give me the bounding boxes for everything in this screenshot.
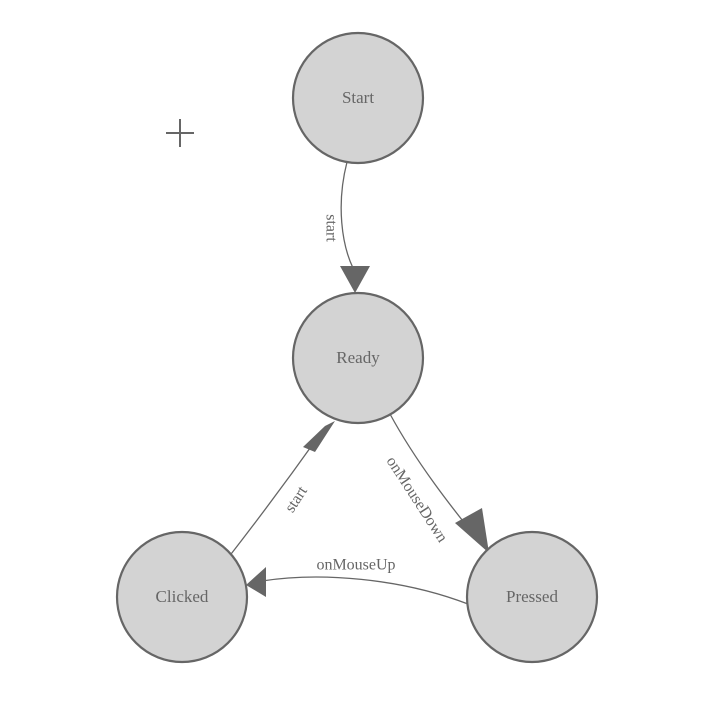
plus-marker-icon bbox=[166, 119, 194, 147]
edge-clicked-to-ready[interactable]: start bbox=[227, 421, 335, 559]
node-circle-clicked bbox=[115, 530, 249, 664]
edge-pressed-to-clicked[interactable]: onMouseUp bbox=[246, 557, 469, 605]
edge-label-ready-to-pressed: onMouseDown bbox=[383, 454, 451, 546]
node-circle-start bbox=[291, 31, 425, 165]
edge-start-to-ready[interactable]: start bbox=[322, 161, 370, 293]
node-label-clicked: Clicked bbox=[156, 587, 209, 606]
edge-label-start-to-ready: start bbox=[322, 214, 339, 242]
node-label-ready: Ready bbox=[336, 348, 380, 367]
node-label-start: Start bbox=[342, 88, 374, 107]
arrowhead-pressed-to-clicked bbox=[246, 567, 266, 597]
arrowhead-clicked-to-ready bbox=[303, 421, 335, 452]
edge-label-pressed-to-clicked: onMouseUp bbox=[316, 557, 395, 574]
node-circle-ready bbox=[291, 291, 425, 425]
edge-path-pressed-to-clicked bbox=[261, 576, 469, 605]
node-ready[interactable]: Ready bbox=[291, 291, 425, 425]
node-label-pressed: Pressed bbox=[506, 587, 558, 606]
arrowhead-ready-to-pressed bbox=[455, 508, 489, 553]
edge-path-start-to-ready bbox=[340, 161, 354, 269]
edge-ready-to-pressed[interactable]: onMouseDown bbox=[383, 413, 489, 553]
node-circle-pressed bbox=[465, 530, 599, 664]
node-pressed[interactable]: Pressed bbox=[465, 530, 599, 664]
edge-label-clicked-to-ready: start bbox=[282, 483, 312, 516]
node-clicked[interactable]: Clicked bbox=[115, 530, 249, 664]
arrowhead-start-to-ready bbox=[340, 266, 370, 293]
node-start[interactable]: Start bbox=[291, 31, 425, 165]
